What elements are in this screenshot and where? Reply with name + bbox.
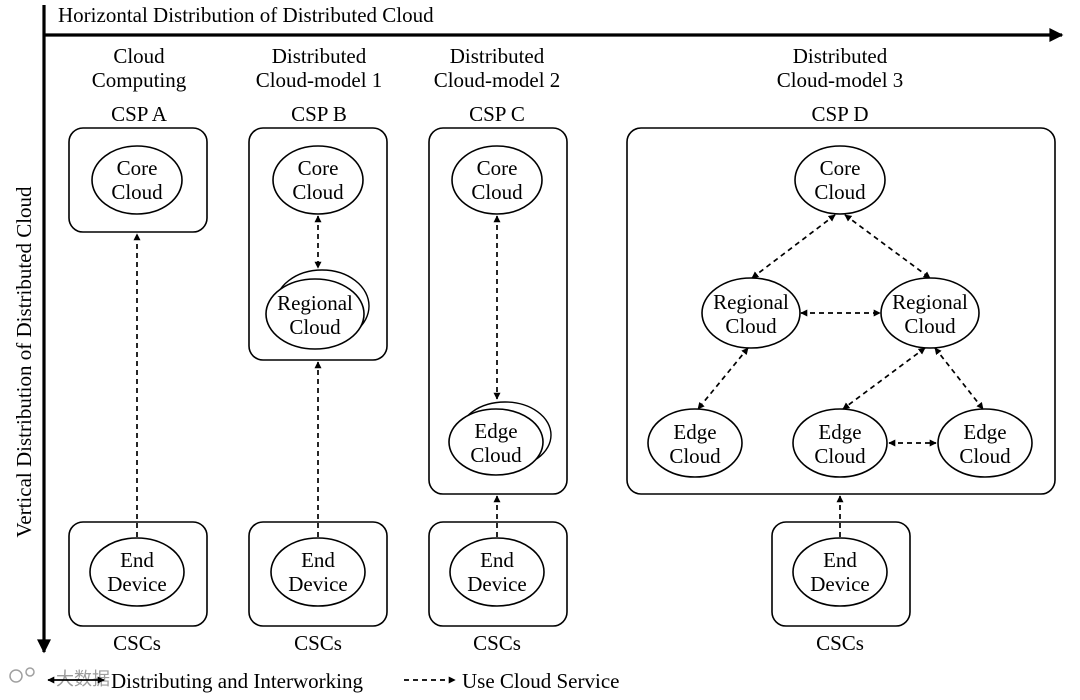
node-label-line1: End (480, 548, 514, 572)
csp-label: CSP C (469, 102, 525, 126)
legend-use-service-label: Use Cloud Service (462, 669, 619, 693)
column-title-line2: Computing (92, 68, 187, 92)
column-cloud-computing: Cloud Computing CSP A Core Cloud End Dev… (68, 44, 208, 655)
node-label-line2: Device (810, 572, 869, 596)
node-label-line2: Cloud (814, 444, 866, 468)
node-label-line1: Core (298, 156, 339, 180)
node-label-line1: Core (117, 156, 158, 180)
regional-cloud-node: Regional Cloud (265, 269, 370, 350)
edge-cloud-node: Edge Cloud (448, 401, 552, 476)
node-label-line2: Device (467, 572, 526, 596)
column-title-line1: Distributed (450, 44, 545, 68)
node-label-line2: Cloud (959, 444, 1011, 468)
node-label-line2: Device (288, 572, 347, 596)
column-title-line1: Cloud (113, 44, 165, 68)
node-label-line2: Cloud (725, 314, 777, 338)
node-label-line1: Edge (963, 420, 1006, 444)
distributing-arrow (934, 347, 984, 410)
column-model-2: Distributed Cloud-model 2 CSP C Core Clo… (428, 44, 568, 655)
end-device-node: End Device (449, 537, 545, 607)
watermark-logo: 大数据 (9, 667, 110, 690)
edge-cloud-node-middle: Edge Cloud (792, 408, 888, 478)
node-label-line1: Core (477, 156, 518, 180)
column-title-line1: Distributed (793, 44, 888, 68)
column-title-line2: Cloud-model 3 (777, 68, 904, 92)
node-label-line2: Device (107, 572, 166, 596)
node-label-line2: Cloud (111, 180, 163, 204)
node-label-line2: Cloud (904, 314, 956, 338)
node-label-line1: Edge (673, 420, 716, 444)
node-label-line1: Regional (277, 291, 353, 315)
regional-cloud-node-right: Regional Cloud (880, 277, 980, 349)
node-label-line1: End (301, 548, 335, 572)
node-label-line2: Cloud (470, 443, 522, 467)
csc-label: CSCs (113, 631, 161, 655)
csp-label: CSP B (291, 102, 347, 126)
column-model-3: Distributed Cloud-model 3 CSP D Core Clo… (626, 44, 1056, 655)
csp-label: CSP A (111, 102, 168, 126)
node-label-line1: Core (820, 156, 861, 180)
vertical-axis-label: Vertical Distribution of Distributed Clo… (12, 186, 36, 538)
core-cloud-node: Core Cloud (451, 145, 543, 215)
node-label-line2: Cloud (289, 315, 341, 339)
regional-cloud-node-left: Regional Cloud (701, 277, 801, 349)
node-label-line1: Edge (474, 419, 517, 443)
distributing-arrow (697, 347, 749, 410)
edge-cloud-node-left: Edge Cloud (647, 408, 743, 478)
end-device-node: End Device (270, 537, 366, 607)
core-cloud-node: Core Cloud (91, 145, 183, 215)
core-cloud-node: Core Cloud (794, 145, 886, 215)
node-label-line2: Cloud (292, 180, 344, 204)
column-model-1: Distributed Cloud-model 1 CSP B Core Clo… (248, 44, 388, 655)
legend-distributing-label: Distributing and Interworking (111, 669, 363, 693)
csp-label: CSP D (811, 102, 868, 126)
node-label-line1: Regional (713, 290, 789, 314)
node-label-line2: Cloud (669, 444, 721, 468)
core-cloud-node: Core Cloud (272, 145, 364, 215)
distributing-arrow (842, 347, 926, 410)
horizontal-axis-label: Horizontal Distribution of Distributed C… (58, 3, 434, 27)
column-title-line2: Cloud-model 1 (256, 68, 383, 92)
csc-label: CSCs (473, 631, 521, 655)
node-label-line1: Edge (818, 420, 861, 444)
column-title-line2: Cloud-model 2 (434, 68, 561, 92)
node-label-line1: End (823, 548, 857, 572)
end-device-node: End Device (792, 537, 888, 607)
end-device-node: End Device (89, 537, 185, 607)
column-title-line1: Distributed (272, 44, 367, 68)
node-label-line1: Regional (892, 290, 968, 314)
node-label-line2: Cloud (814, 180, 866, 204)
csc-label: CSCs (294, 631, 342, 655)
csc-label: CSCs (816, 631, 864, 655)
node-label-line2: Cloud (471, 180, 523, 204)
edge-cloud-node-right: Edge Cloud (937, 408, 1033, 478)
node-label-line1: End (120, 548, 154, 572)
legend: 大数据 Distributing and Interworking Use Cl… (9, 667, 619, 693)
